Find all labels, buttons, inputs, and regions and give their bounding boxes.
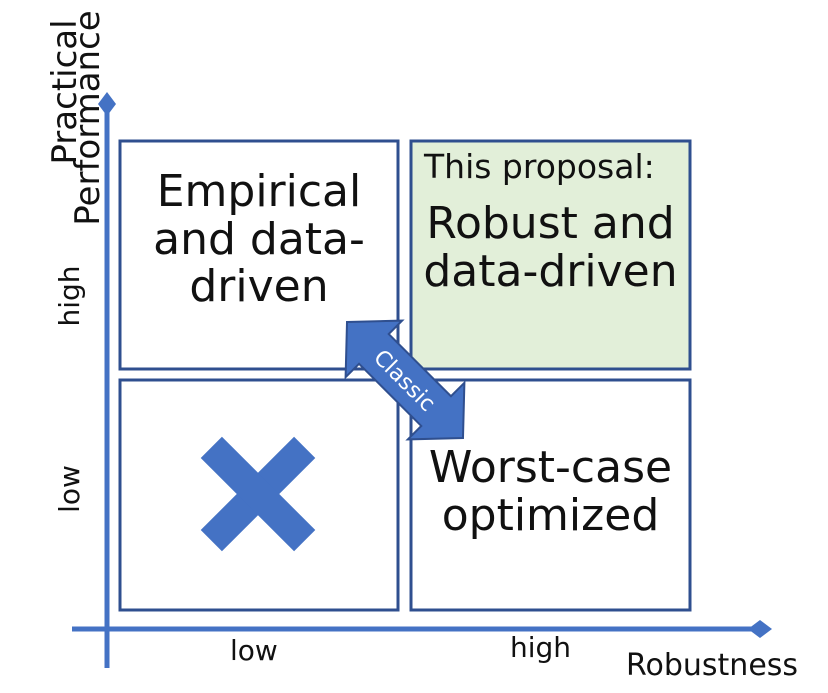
cross-icon xyxy=(200,436,316,552)
quadrant-top-right-line: Robust and xyxy=(426,198,675,249)
x-axis-arrowhead xyxy=(748,620,772,638)
y-axis-title-line2: Performance xyxy=(68,10,108,226)
x-axis-title: Robustness xyxy=(626,648,799,683)
quadrant-top-right xyxy=(409,139,692,371)
x-tick-high: high xyxy=(510,631,572,664)
quadrant-bottom-right-line: optimized xyxy=(441,489,660,541)
y-tick-high: high xyxy=(53,265,86,327)
x-tick-low: low xyxy=(230,634,278,667)
proposal-heading: This proposal: xyxy=(424,147,655,186)
quadrant-top-right-text: Robust and data-driven xyxy=(411,200,690,295)
quadrant-top-left-line: and data- xyxy=(153,213,365,265)
y-axis-arrowhead xyxy=(98,92,116,116)
quadrant-top-right-line: data-driven xyxy=(423,245,678,297)
quadrant-top-left-text: Empirical and data- driven xyxy=(120,168,398,311)
quadrant-bottom-right-text: Worst-case optimized xyxy=(411,444,690,539)
quadrant-bottom-right-line: Worst-case xyxy=(428,442,673,493)
quadrant-top-left-line: Empirical xyxy=(156,166,362,217)
y-tick-low: low xyxy=(53,465,86,513)
quadrant-top-left-line: driven xyxy=(189,261,329,313)
